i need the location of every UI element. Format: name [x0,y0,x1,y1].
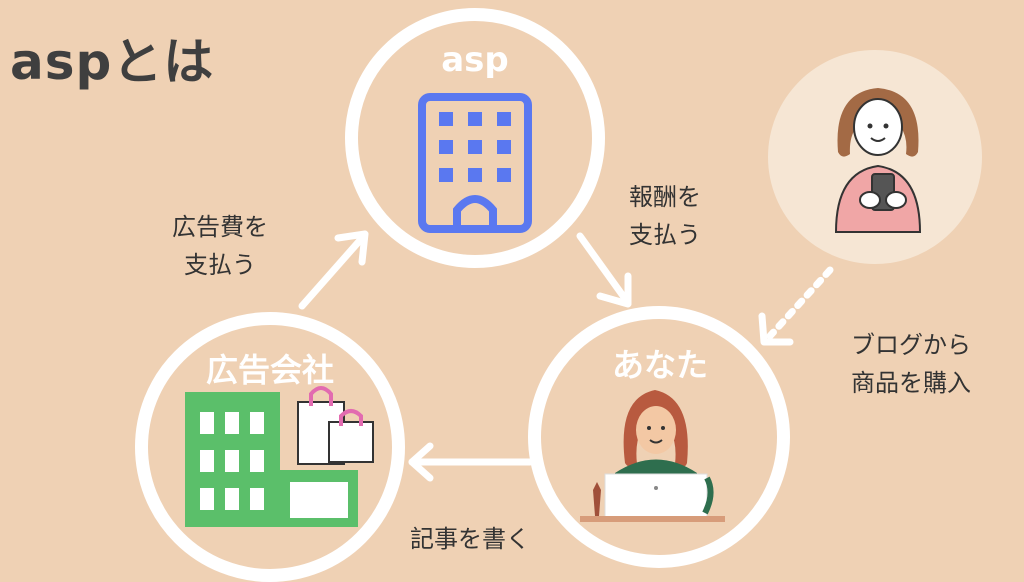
reward-label: 報酬を 支払う [600,178,730,254]
arrow-advertiser-to-asp [298,230,369,310]
page-title: aspとは [10,33,215,91]
reward-line1: 報酬を [629,183,701,211]
asp-building-icon [418,93,532,233]
write-article-label: 記事を書く [410,525,530,553]
arrow-customer-to-you [758,266,834,346]
ad-fee-label: 広告費を 支払う [150,208,290,284]
asp-label: asp [441,40,509,80]
advertiser-label: 広告会社 [205,351,334,389]
blogger-woman-icon [580,390,725,522]
ad-fee-line1: 広告費を [172,213,268,241]
ad-fee-line2: 支払う [184,251,256,279]
reward-line2: 支払う [629,221,701,249]
advertiser-building-icon [185,392,358,527]
you-label: あなた [611,346,708,384]
purchase-line2: 商品を購入 [851,369,971,397]
arrow-asp-to-you [576,232,632,308]
purchase-line1: ブログから [851,331,971,359]
arrow-you-to-advertiser [408,442,534,482]
customer-woman-phone-icon [834,88,922,233]
shopping-bags-icon [297,386,374,465]
purchase-label: ブログから 商品を購入 [826,326,996,402]
